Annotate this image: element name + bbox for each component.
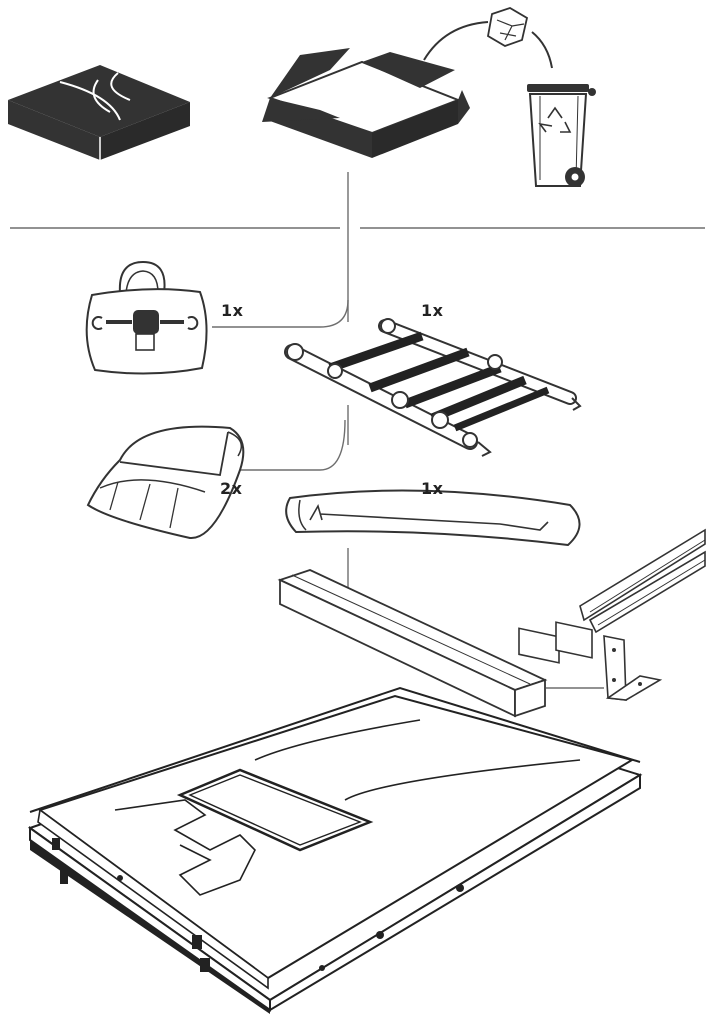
cover-bag-icon bbox=[86, 425, 245, 540]
covers-quantity: 2x bbox=[220, 479, 243, 498]
ladder-sleeve-quantity: 1x bbox=[421, 479, 444, 498]
tool-bag-quantity: 1x bbox=[221, 301, 244, 320]
crumpled-paper-icon bbox=[487, 7, 529, 47]
telescopic-ladder-icon bbox=[284, 318, 582, 457]
ladder-sleeve-icon bbox=[285, 489, 581, 547]
mounting-rail-icon bbox=[518, 528, 706, 664]
open-box-icon bbox=[262, 48, 470, 158]
roof-tent-icon bbox=[27, 686, 643, 1014]
mounting-bracket-icon bbox=[603, 635, 663, 701]
recycle-bin-icon bbox=[527, 84, 596, 187]
mounting-rail-box-icon bbox=[277, 569, 548, 718]
tool-bag-icon bbox=[85, 260, 208, 375]
ladder-quantity: 1x bbox=[421, 301, 444, 320]
closed-box-icon bbox=[8, 65, 190, 160]
